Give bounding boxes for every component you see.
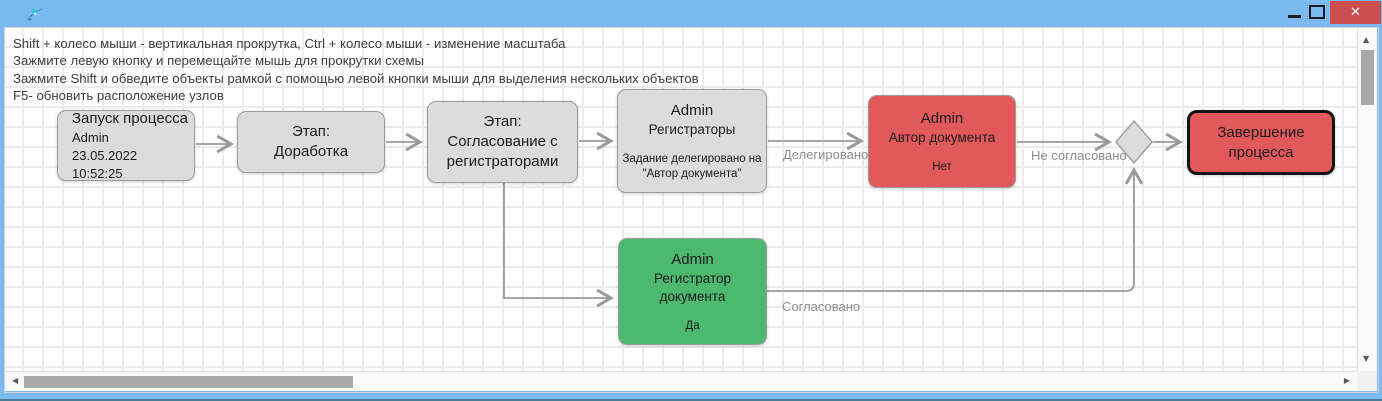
node-process-finish[interactable]: Завершение процесса: [1187, 110, 1335, 175]
help-line-3: Зажмите Shift и обведите объекты рамкой …: [13, 70, 699, 86]
node-stage-rework[interactable]: Этап: Доработка: [237, 111, 385, 173]
node-user: Admin: [670, 101, 714, 119]
node-process-start[interactable]: Запуск процесса Admin 23.05.2022 10:52:2…: [57, 110, 195, 181]
help-line-2: Зажмите левую кнопку и перемещайте мышь …: [13, 53, 425, 69]
maximize-icon: [1309, 5, 1325, 19]
vertical-scroll-thumb[interactable]: [1361, 50, 1374, 105]
node-subtitle: Согласование с регистраторами: [446, 133, 559, 170]
vertical-scrollbar[interactable]: ▲ ▼: [1357, 28, 1377, 371]
node-result: Да: [685, 319, 700, 332]
node-registrars[interactable]: Admin Регистраторы Задание делегировано …: [617, 89, 767, 193]
help-line-4: F5- обновить расположение узлов: [13, 88, 224, 104]
titlebar[interactable]: ✕: [0, 0, 1382, 28]
scroll-up-icon[interactable]: ▲: [1363, 35, 1370, 44]
scroll-right-icon[interactable]: ▶: [1343, 376, 1350, 385]
node-author[interactable]: Admin Автор документа Нет: [868, 95, 1016, 188]
node-registrar-doc[interactable]: Admin Регистратор документа Да: [618, 238, 767, 345]
edge-label-agreed: Согласовано: [782, 299, 861, 314]
scrollbar-corner: [1357, 371, 1377, 391]
node-user: Admin: [72, 129, 109, 145]
node-stage-approval[interactable]: Этап: Согласование с регистраторами: [427, 101, 578, 183]
edge-label-delegated: Делегировано: [783, 147, 869, 162]
help-line-1: Shift + колесо мыши - вертикальная прокр…: [13, 36, 566, 51]
help-text: Shift + колесо мыши - вертикальная прокр…: [13, 35, 699, 105]
node-role: Автор документа: [888, 129, 996, 145]
scroll-left-icon[interactable]: ◀: [12, 376, 19, 385]
scroll-down-icon[interactable]: ▼: [1363, 354, 1370, 363]
node-title: Запуск процесса: [72, 109, 189, 127]
close-icon: ✕: [1350, 5, 1361, 20]
node-title: Этап:: [483, 113, 522, 130]
minimize-icon: [1287, 15, 1301, 18]
node-timestamp: 23.05.2022 10:52:25: [72, 147, 138, 181]
node-result: Нет: [932, 160, 952, 173]
node-title: Этап:: [291, 123, 331, 140]
minimize-button[interactable]: [1280, 0, 1308, 24]
node-role: Регистратор документа: [653, 270, 732, 304]
horizontal-scroll-thumb[interactable]: [24, 376, 353, 388]
node-title: Завершение процесса: [1217, 123, 1305, 161]
edge-label-not-agreed: Не согласовано: [1031, 148, 1127, 163]
horizontal-scrollbar[interactable]: ◀ ▶: [5, 371, 1357, 391]
close-button[interactable]: ✕: [1330, 1, 1381, 24]
node-subtitle: Доработка: [273, 143, 349, 160]
node-note: Задание делегировано на "Автор документа…: [622, 152, 762, 180]
node-user: Admin: [671, 250, 714, 268]
maximize-button[interactable]: [1303, 0, 1331, 24]
node-role: Регистраторы: [648, 121, 736, 137]
bird-logo-icon: [26, 8, 44, 21]
node-user: Admin: [920, 109, 964, 127]
